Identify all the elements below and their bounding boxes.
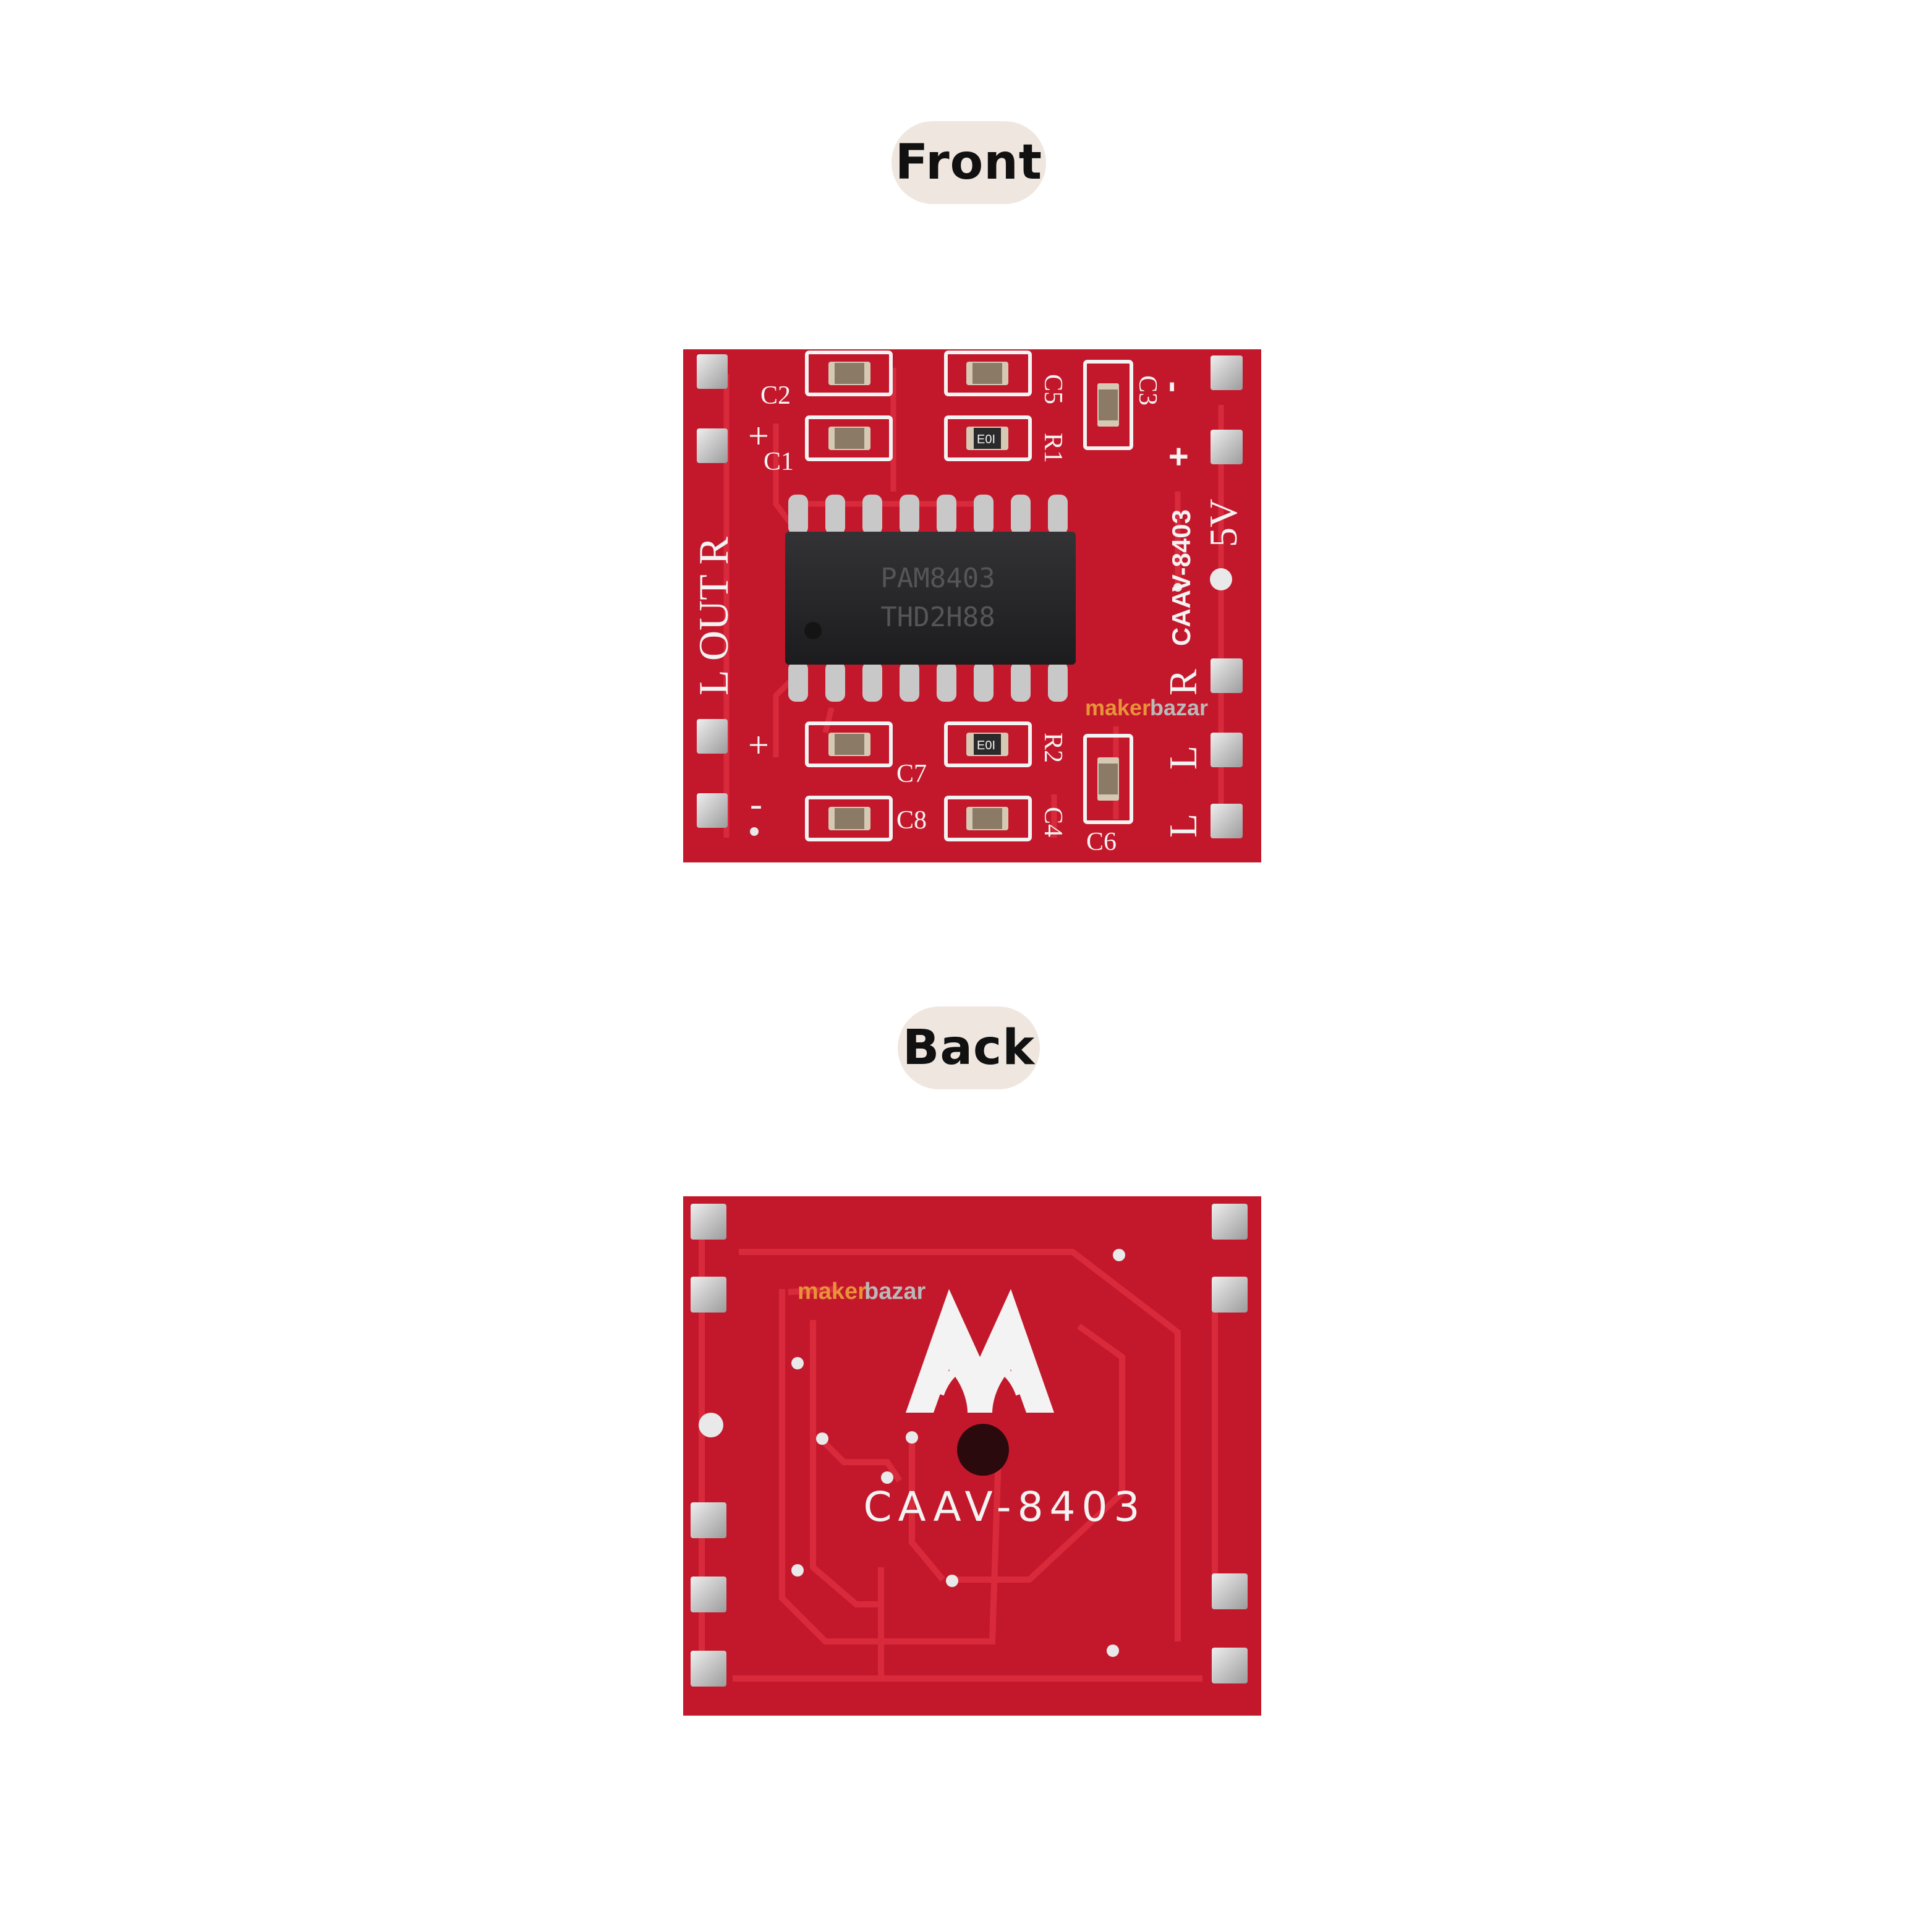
svg-text:C1: C1 [764,448,794,476]
front-pads-right [1211,355,1243,838]
back-label-pill: Back [898,1006,1040,1089]
svg-text:CAAV-8403: CAAV-8403 [1167,509,1196,646]
svg-text:R2: R2 [1039,733,1067,763]
svg-text:L: L [1161,746,1205,770]
front-chip-pins-top [788,495,1068,535]
svg-text:C3: C3 [1133,375,1162,406]
svg-text:C6: C6 [1086,828,1117,856]
back-pads-right [1212,1204,1248,1683]
front-smd-parts [828,362,1119,830]
back-board-image: CAAV-8403 maker bazar [683,1196,1261,1716]
front-watermark: maker bazar [1085,695,1208,720]
front-label-pill: Front [892,121,1046,204]
svg-text:+: + [748,415,769,456]
svg-text:-: - [1149,381,1188,393]
front-chip-line2: THD2H88 [880,602,995,633]
svg-text:+: + [1159,446,1198,467]
back-center-hole [957,1424,1009,1476]
svg-text:L: L [1161,814,1205,838]
back-side-hole [699,1413,723,1437]
front-chip-line1: PAM8403 [880,563,995,594]
front-chip [785,532,1076,665]
front-chip-pins-bottom [788,662,1068,702]
svg-text:E0I: E0I [977,433,995,446]
svg-text:bazar: bazar [1150,695,1208,720]
front-pads-left [697,354,728,828]
svg-text:C4: C4 [1039,807,1067,837]
svg-text:C7: C7 [896,760,927,788]
back-pads-left [691,1204,726,1687]
svg-text:L OUT R: L OUT R [690,536,737,696]
svg-text:E0I: E0I [977,739,995,752]
front-silkscreen: C2 C1 + + - C7 C8 C6 C5 R1 R2 C4 C3 E0I … [690,374,1245,856]
front-chip-dot [804,622,822,639]
svg-text:5V: 5V [1201,499,1245,547]
front-mount-hole [1210,568,1232,590]
back-watermark: maker bazar [798,1279,926,1304]
back-logo-icon [906,1289,1054,1413]
svg-text:maker: maker [1085,695,1151,720]
front-capacitors [805,351,1133,841]
svg-text:C2: C2 [760,381,791,410]
svg-text:C5: C5 [1039,374,1067,404]
back-label: Back [902,1020,1036,1076]
svg-text:C8: C8 [896,806,927,835]
svg-text:bazar: bazar [864,1279,926,1304]
back-model: CAAV-8403 [863,1483,1146,1531]
svg-text:+: + [748,725,769,765]
front-board-image: PAM8403 THD2H88 C2 C1 + + - C7 C8 C6 C5 … [683,349,1261,862]
svg-text:maker: maker [798,1279,867,1304]
svg-text:R: R [1161,669,1205,696]
svg-text:-: - [750,783,762,824]
svg-text:R1: R1 [1039,433,1067,463]
front-label: Front [895,135,1043,190]
back-vias [791,1249,1125,1657]
